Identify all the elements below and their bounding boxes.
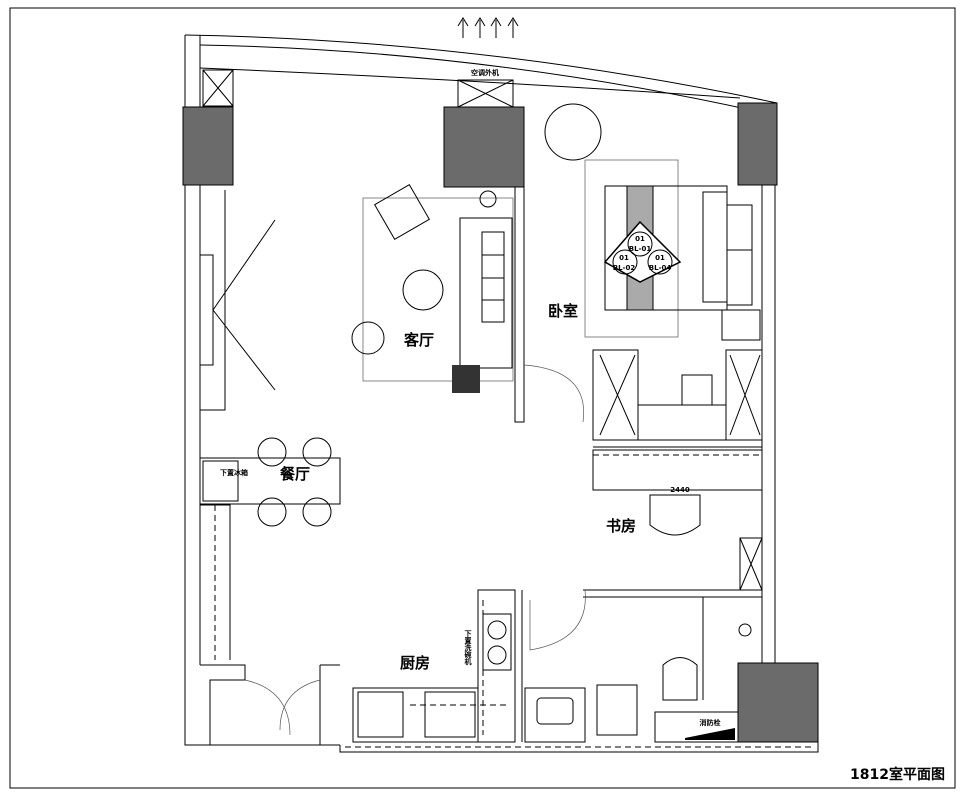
entry-door xyxy=(200,664,340,745)
section-index-symbol: 01 BL-01 01 BL-02 01 BL-04 xyxy=(603,220,682,283)
lounge-chair xyxy=(544,103,602,161)
wall xyxy=(583,589,762,598)
dining-chairs xyxy=(257,437,332,527)
side-table xyxy=(351,321,385,355)
floor-outlet xyxy=(479,190,497,208)
svg-text:01: 01 xyxy=(619,254,629,262)
drawing-frame xyxy=(9,7,956,789)
living-room-rug xyxy=(362,197,514,382)
kitchen-label: 厨房 xyxy=(400,654,430,672)
fridge-label: 下置冰箱 xyxy=(220,468,248,477)
kitchen-counter xyxy=(352,589,516,743)
svg-text:BL-01: BL-01 xyxy=(629,245,652,253)
structural-column xyxy=(737,102,778,186)
floor-drain-icon xyxy=(738,623,752,637)
tv-wall xyxy=(199,190,276,411)
hydrant-box xyxy=(654,711,739,743)
dishwasher-label: 下置洗碗机 xyxy=(464,630,472,666)
study-label: 书房 xyxy=(606,517,636,535)
structural-column xyxy=(737,662,819,743)
bedroom-label: 卧室 xyxy=(548,302,578,320)
armchair xyxy=(373,183,431,241)
drawing-title: 1812室平面图 xyxy=(850,766,945,783)
washing-machine xyxy=(596,684,638,736)
up-arrows-icon xyxy=(457,17,519,38)
door-swing xyxy=(523,364,585,423)
structural-column xyxy=(443,106,525,188)
storage-cabinet xyxy=(202,69,234,107)
toilet xyxy=(662,657,698,701)
wall xyxy=(514,590,523,742)
living-room-label: 客厅 xyxy=(403,331,434,349)
svg-text:01: 01 xyxy=(655,254,665,262)
hydrant-label: 消防栓 xyxy=(700,718,721,727)
svg-text:BL-04: BL-04 xyxy=(649,264,672,272)
wardrobe xyxy=(592,349,763,441)
svg-text:01: 01 xyxy=(635,235,645,243)
ac-unit-label: 空调外机 xyxy=(471,68,499,77)
desk-dimension: 2440 xyxy=(670,486,690,494)
svg-text:BL-02: BL-02 xyxy=(613,264,636,272)
vanity xyxy=(524,687,586,743)
coffee-table xyxy=(402,269,444,311)
side-table-square xyxy=(452,365,480,393)
hydrant-icon xyxy=(685,728,735,740)
sofa xyxy=(459,217,513,369)
structural-column xyxy=(182,106,234,186)
desk xyxy=(592,449,763,491)
desk-chair xyxy=(649,494,701,536)
dining-table xyxy=(199,457,341,505)
dining-room-label: 餐厅 xyxy=(280,465,310,483)
partition-wall xyxy=(514,187,525,423)
door-swing xyxy=(529,589,586,651)
wall xyxy=(593,439,762,448)
ac-unit-box xyxy=(457,79,514,108)
cooktop-icon xyxy=(482,613,512,671)
bedroom-rug xyxy=(584,159,679,338)
cabinet xyxy=(739,537,763,591)
